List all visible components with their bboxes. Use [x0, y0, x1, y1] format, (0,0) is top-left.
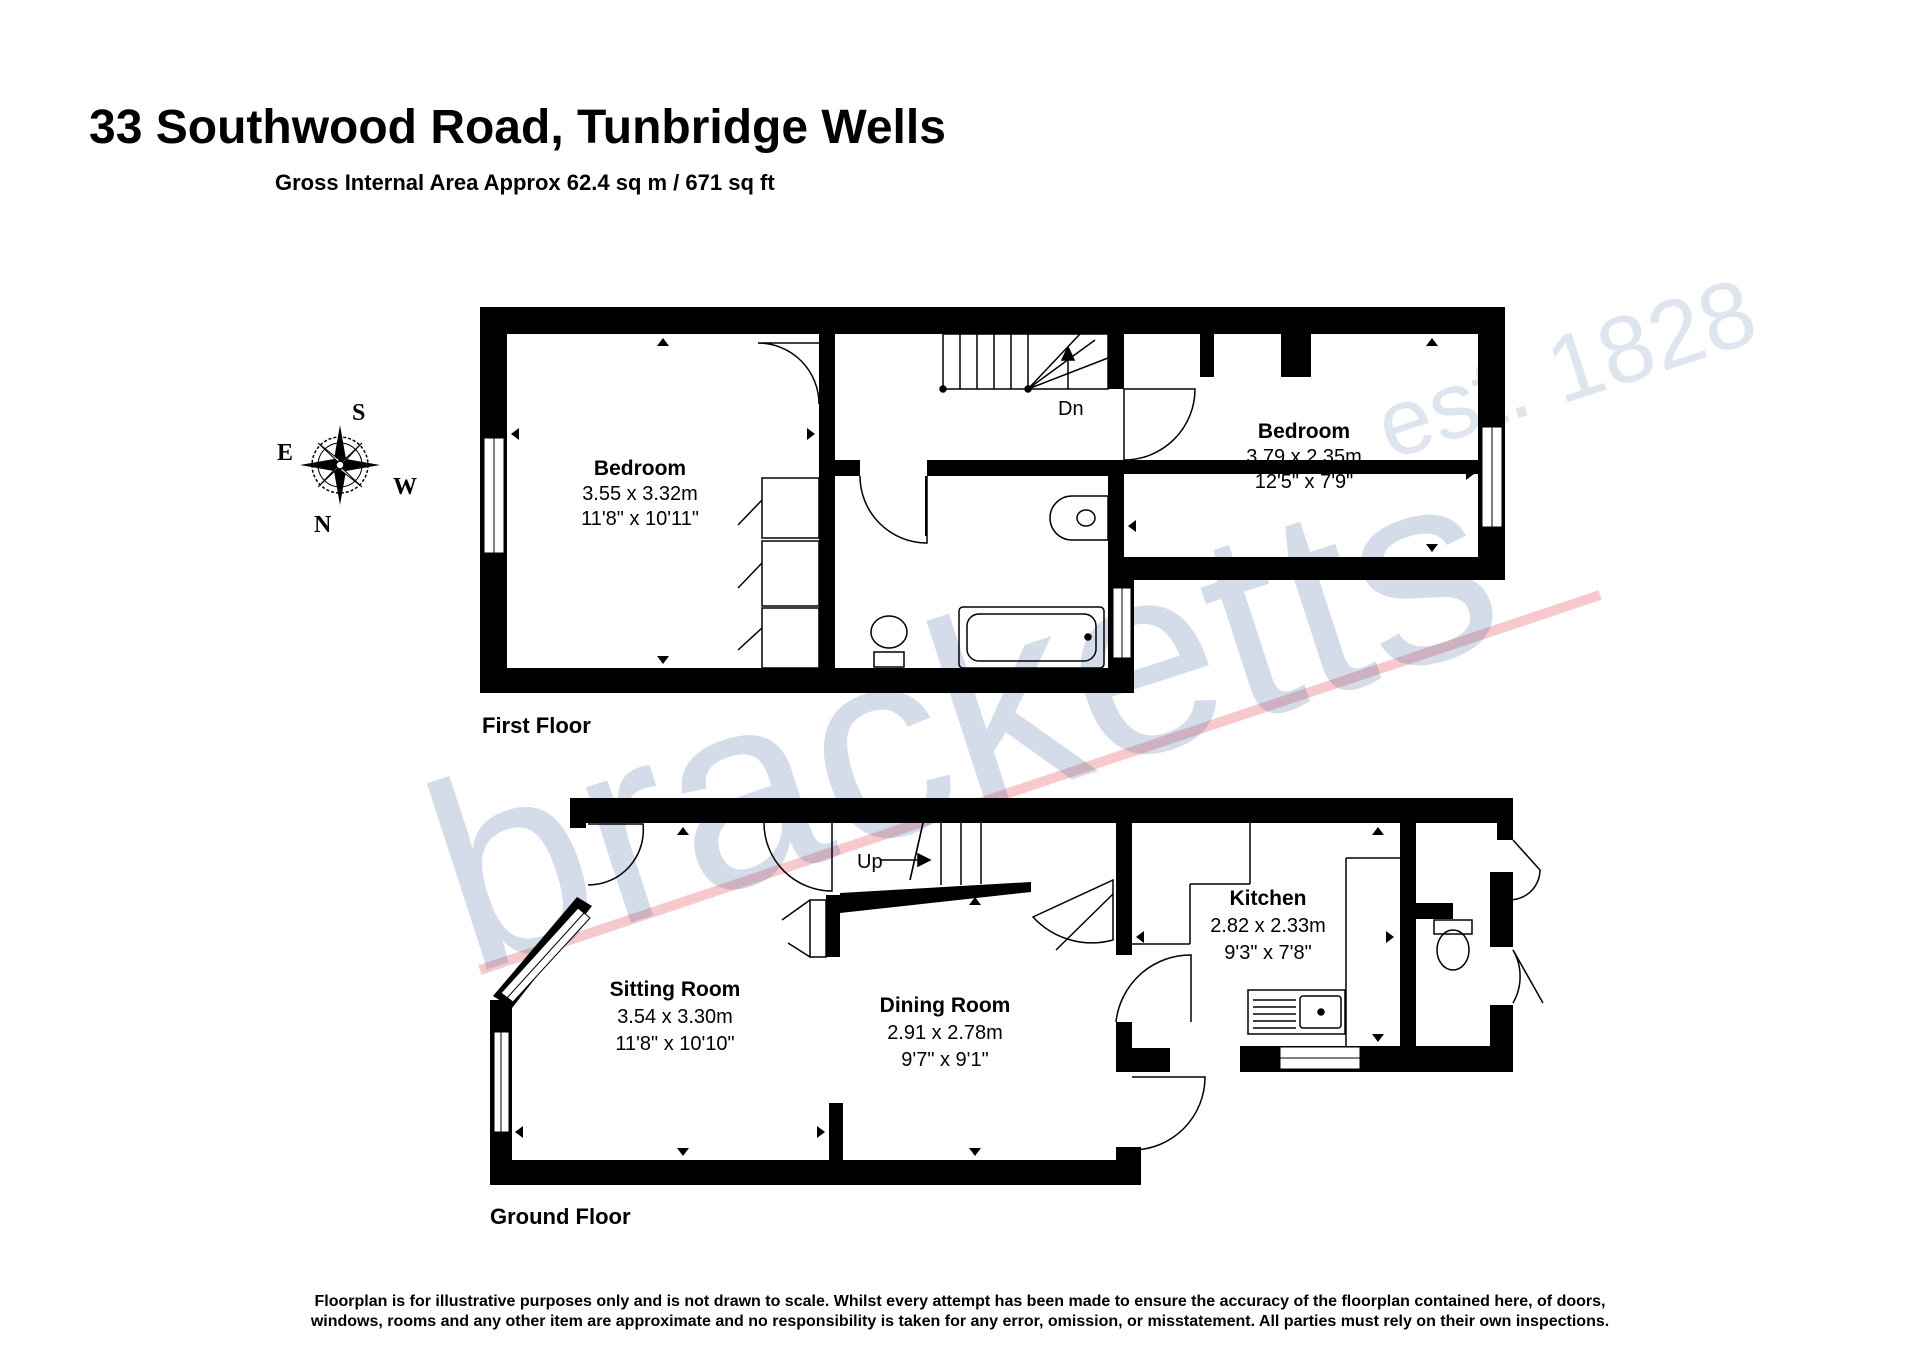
compass-n: N — [314, 512, 332, 538]
compass-s: S — [352, 400, 365, 426]
page-title: 33 Southwood Road, Tunbridge Wells — [89, 101, 946, 154]
first-floor-windows — [483, 426, 1503, 659]
watermark-stripe — [478, 590, 1602, 975]
kitchen-metric: 2.82 x 2.33m — [1210, 915, 1326, 937]
gross-area-subtitle: Gross Internal Area Approx 62.4 sq m / 6… — [275, 170, 775, 195]
sitting-room-name: Sitting Room — [610, 978, 741, 1001]
compass-e: E — [277, 440, 293, 466]
kitchen-name: Kitchen — [1229, 887, 1306, 910]
first-floor-markers — [511, 338, 1474, 664]
kitchen-imperial: 9'3" x 7'8" — [1224, 942, 1311, 964]
ground-floor-windows — [493, 907, 1361, 1133]
disclaimer: Floorplan is for illustrative purposes o… — [0, 1292, 1920, 1332]
dining-room-imperial: 9'7" x 9'1" — [901, 1049, 988, 1071]
stairs-down-label: Dn — [1058, 398, 1084, 420]
bedroom2-imperial: 12'5" x 7'9" — [1255, 471, 1354, 493]
ground-floor-label: Ground Floor — [490, 1204, 631, 1229]
first-floor-doors — [757, 342, 1196, 544]
stairs-up-label: Up — [857, 851, 883, 873]
bedroom1-imperial: 11'8" x 10'11" — [581, 508, 699, 530]
first-floor-plan: Dn — [480, 307, 1505, 738]
ground-floor-stairs — [781, 822, 982, 958]
watermark-est: est. 1828 — [1364, 258, 1768, 480]
dining-room-name: Dining Room — [880, 994, 1011, 1017]
disclaimer-line-2: windows, rooms and any other item are ap… — [310, 1313, 1610, 1330]
bedroom2-name: Bedroom — [1258, 420, 1350, 443]
dining-room-metric: 2.91 x 2.78m — [887, 1022, 1003, 1044]
first-floor-labels: Bedroom 3.55 x 3.32m 11'8" x 10'11" Bedr… — [581, 420, 1362, 530]
first-floor-label: First Floor — [482, 713, 591, 738]
first-floor-stairs — [939, 333, 1109, 393]
bedroom2-metric: 3.79 x 2.35m — [1246, 446, 1362, 468]
kitchen-fixtures — [1132, 823, 1400, 1046]
watermark: bracketts est. 1828 — [395, 258, 1768, 1030]
sitting-room-metric: 3.54 x 3.30m — [617, 1006, 733, 1028]
bedroom1-metric: 3.55 x 3.32m — [582, 483, 698, 505]
sitting-room-imperial: 11'8" x 10'10" — [615, 1033, 734, 1055]
compass-needle — [334, 425, 346, 465]
ground-floor-labels: Sitting Room 3.54 x 3.30m 11'8" x 10'10"… — [610, 887, 1326, 1071]
wc-fixtures — [1433, 919, 1473, 971]
first-floor-walls — [480, 307, 1505, 693]
compass-w: W — [393, 474, 417, 500]
compass-rose: S E N W — [277, 400, 417, 538]
disclaimer-line-1: Floorplan is for illustrative purposes o… — [314, 1293, 1606, 1310]
bathroom-fixtures — [870, 495, 1109, 669]
ground-floor-plan: Up — [490, 798, 1544, 1229]
ground-floor-markers — [515, 827, 1394, 1156]
bedroom1-name: Bedroom — [594, 457, 686, 480]
wardrobes — [737, 477, 820, 669]
ground-floor-doors — [587, 822, 1544, 1151]
